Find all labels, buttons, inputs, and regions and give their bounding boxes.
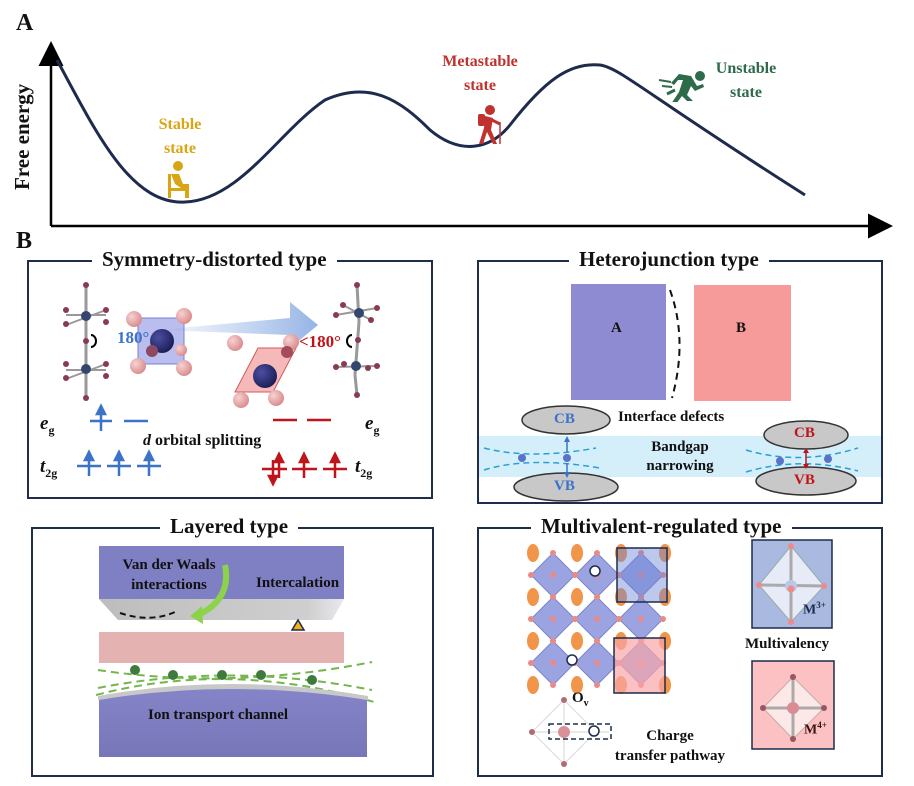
metastable-state-label: Metastable state	[442, 53, 518, 94]
y-axis-label: Free energy	[10, 83, 34, 190]
symmetry-distorted-title: Symmetry-distorted type	[92, 247, 337, 271]
angle-left-label: 180°	[117, 328, 150, 347]
block-b-label: B	[736, 320, 747, 336]
m3-label: M3+	[803, 600, 826, 618]
energy-landscape-plot	[38, 41, 893, 239]
m4-label: M4+	[804, 720, 827, 738]
layered-box	[31, 527, 434, 777]
block-a-label: A	[611, 320, 622, 336]
oxygen-vacancy-label: Ov	[572, 690, 589, 709]
charge-transfer-label: Charge transfer pathway	[614, 728, 726, 764]
free-energy-curve	[55, 59, 806, 204]
interface-defects-label: Interface defects	[618, 409, 725, 425]
cb-label-left: CB	[554, 411, 575, 427]
unstable-state-label: Unstable state	[715, 60, 777, 101]
multivalent-title: Multivalent-regulated type	[531, 514, 792, 538]
vb-label-left: VB	[554, 478, 575, 494]
d-orbital-splitting-label: d orbital splitting	[143, 432, 262, 449]
intercalation-label: Intercalation	[256, 575, 340, 591]
heterojunction-title: Heterojunction type	[569, 247, 769, 271]
bandgap-narrowing-label: Bandgap narrowing	[646, 439, 714, 474]
running-person-icon	[658, 71, 705, 102]
stable-state-label: Stable state	[158, 116, 202, 157]
hiker-icon	[478, 105, 501, 144]
vdw-label: Van der Waals interactions	[122, 557, 216, 593]
eg-label-right: eg	[365, 413, 380, 437]
t2g-label-right: t2g	[355, 456, 373, 480]
vb-label-right: VB	[794, 472, 815, 488]
sitting-person-icon	[168, 161, 189, 198]
eg-label-left: eg	[40, 413, 55, 437]
angle-right-label: <180°	[299, 332, 341, 351]
layered-title: Layered type	[160, 514, 299, 538]
cb-label-right: CB	[794, 425, 815, 441]
panel-a-label: A	[16, 10, 34, 36]
t2g-label-left: t2g	[40, 456, 58, 480]
ion-channel-label: Ion transport channel	[148, 707, 289, 723]
panel-b-label: B	[16, 228, 33, 254]
multivalency-label: Multivalency	[745, 636, 830, 652]
